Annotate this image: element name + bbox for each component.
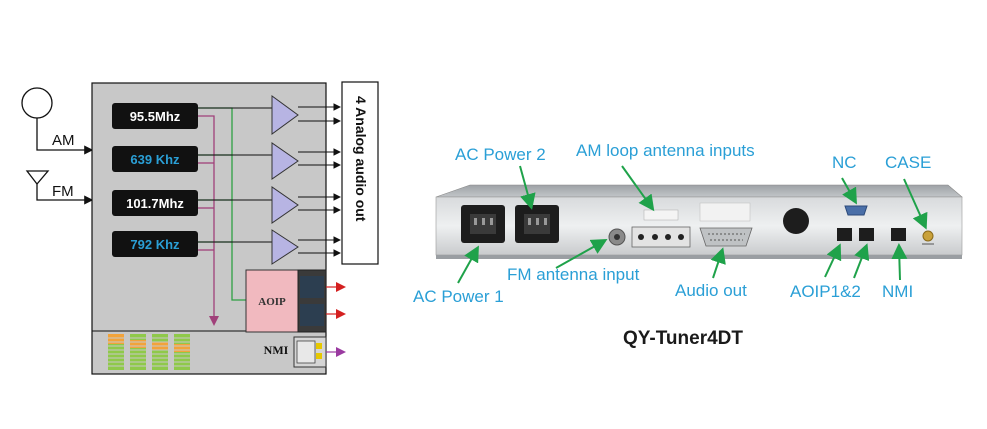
tuner-freq-4: 792 Khz: [130, 237, 180, 252]
ac-power-1-socket: [461, 205, 505, 243]
level-meters: [108, 334, 190, 370]
nmi-ethernet-port: [891, 228, 906, 241]
tuner-display-2: 639 Khz: [112, 146, 198, 172]
fm-antenna-icon: [25, 170, 94, 205]
rear-panel-illustration: [435, 184, 963, 259]
tuner-freq-3: 101.7Mhz: [126, 196, 184, 211]
block-diagram: AM FM: [21, 81, 379, 375]
analog-output-lines: [298, 103, 342, 257]
nmi-port: [293, 336, 327, 368]
nc-db9-connector: [844, 205, 868, 216]
callout-case: CASE: [885, 153, 931, 172]
callout-fm-antenna: FM antenna input: [507, 265, 640, 284]
model-title: QY-Tuner4DT: [623, 328, 743, 349]
callout-ac-power-1: AC Power 1: [413, 287, 504, 306]
tuner-freq-2: 639 Khz: [130, 152, 180, 167]
audio-out-db25: [699, 202, 753, 247]
ac-power-2-socket: [515, 205, 559, 243]
callout-nmi: NMI: [882, 282, 913, 301]
nmi-label: NMI: [264, 343, 289, 357]
callout-aoip: AOIP1&2: [790, 282, 861, 301]
aoip-label: AOIP: [258, 296, 286, 308]
fm-antenna-connector: [608, 228, 626, 246]
magenta-signal-bus: [198, 115, 219, 326]
callout-nc: NC: [832, 153, 857, 172]
tuner-display-3: 101.7Mhz: [112, 190, 198, 216]
tuner-display-1: 95.5Mhz: [112, 103, 198, 129]
analog-output-box: [341, 81, 379, 265]
amplifier-icons: [271, 95, 299, 265]
am-loop-inputs: [631, 209, 691, 248]
am-loop-antenna-icon: [21, 87, 94, 155]
tuner-display-4: 792 Khz: [112, 231, 198, 257]
am-input-label: AM: [52, 132, 75, 149]
nmi-output-arrow: [326, 347, 346, 357]
aoip-output-arrows: [326, 282, 346, 319]
callout-arrows: [457, 165, 928, 284]
fm-input-label: FM: [52, 183, 74, 200]
tuner-freq-1: 95.5Mhz: [130, 109, 181, 124]
callout-ac-power-2: AC Power 2: [455, 145, 546, 164]
aoip-ports: [297, 269, 327, 333]
fan-grille: [783, 208, 809, 234]
aoip-block: [245, 269, 299, 333]
aoip-ethernet-ports: [837, 228, 874, 241]
callout-am-loop: AM loop antenna inputs: [576, 141, 755, 160]
callout-audio-out: Audio out: [675, 281, 747, 300]
case-ground-screw: [922, 230, 934, 245]
analog-output-label: 4 Analog audio out: [353, 96, 369, 222]
